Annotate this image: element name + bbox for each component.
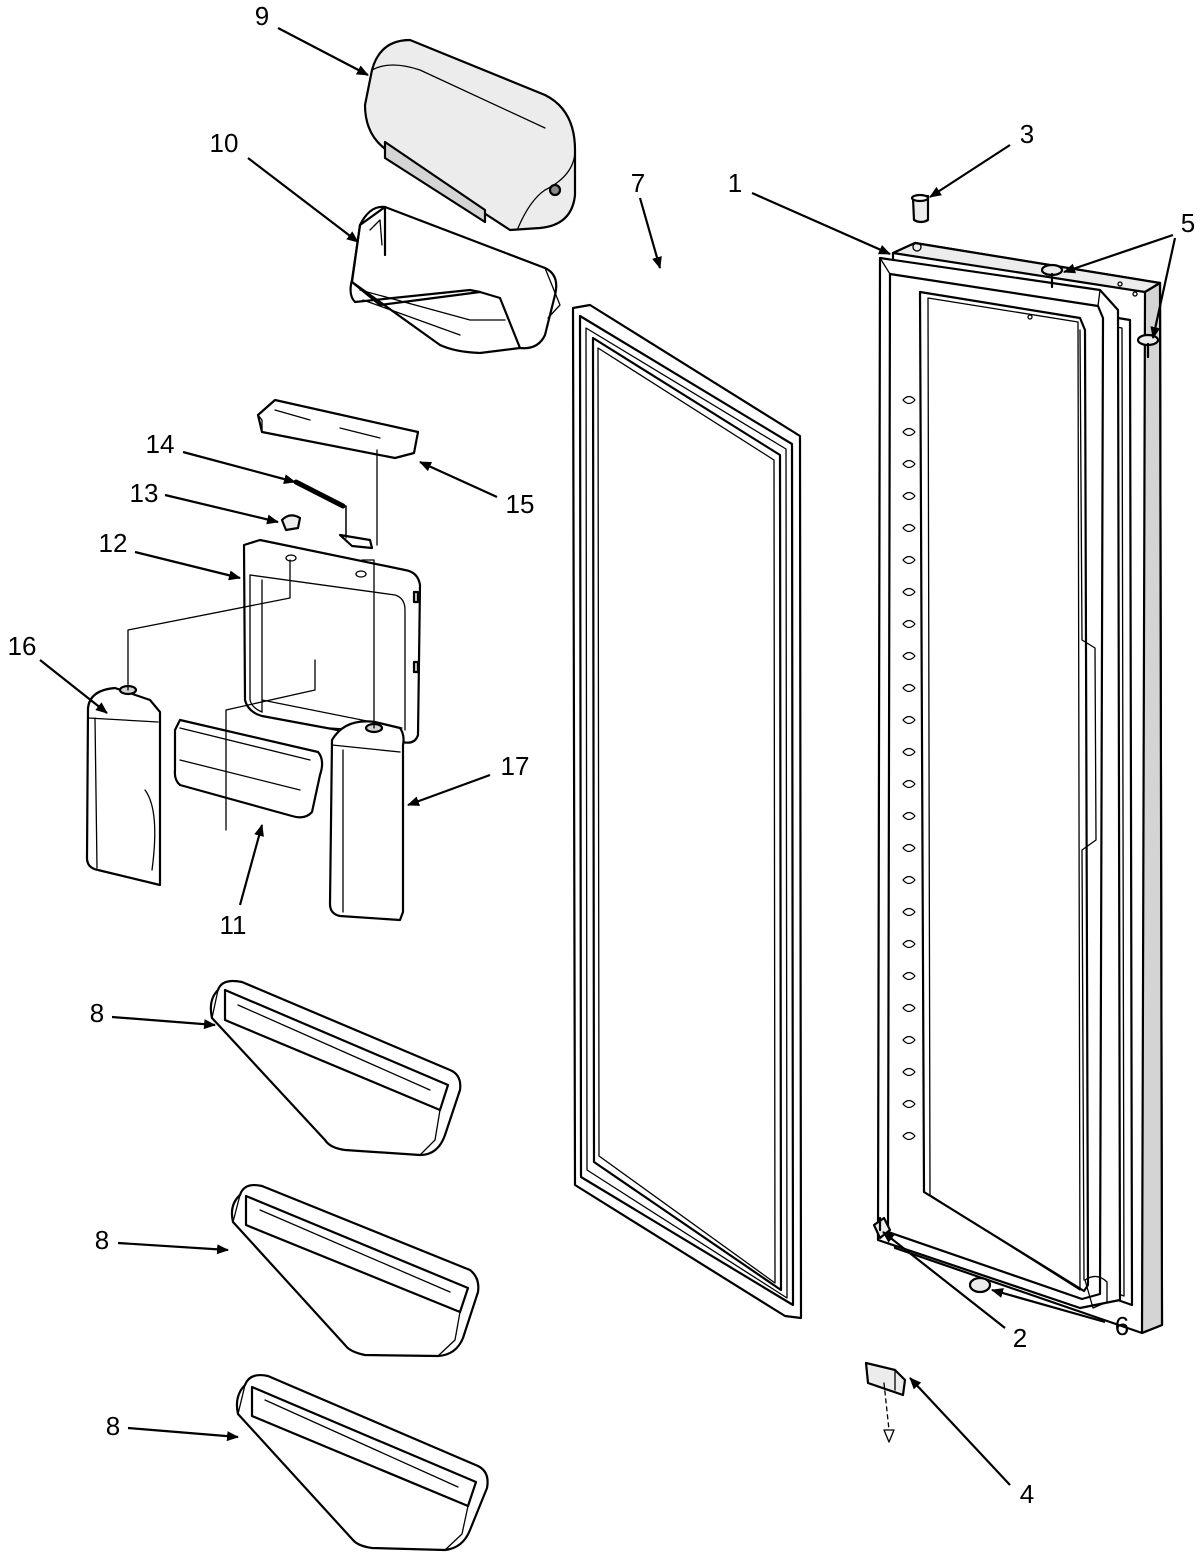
tray-11 — [173, 718, 324, 819]
callout-label-11: 11 — [220, 910, 247, 940]
callout-label-4: 4 — [1020, 1479, 1034, 1509]
callout-16: 16 — [8, 631, 108, 714]
door-bin-8-upper — [209, 979, 462, 1157]
callout-8-lower: 8 — [106, 1411, 239, 1442]
callout-10: 10 — [210, 128, 359, 243]
callout-8-middle: 8 — [95, 1225, 229, 1255]
callout-label-17: 17 — [501, 751, 530, 781]
callout-7: 7 — [631, 168, 662, 269]
callout-label-16: 16 — [8, 631, 37, 661]
callout-label-10: 10 — [210, 128, 239, 158]
callout-6: 6 — [991, 1288, 1129, 1341]
callout-label-1: 1 — [728, 168, 742, 198]
callout-15: 15 — [419, 460, 535, 519]
callout-label-15: 15 — [506, 489, 535, 519]
door-bin-8-middle — [230, 1183, 480, 1358]
callout-9: 9 — [255, 1, 369, 76]
callout-12: 12 — [99, 528, 241, 581]
clips-13 — [280, 505, 374, 550]
callout-17: 17 — [407, 751, 530, 807]
door-bin-8-lower — [235, 1373, 489, 1552]
cover-15 — [256, 398, 420, 460]
dairy-door — [363, 38, 577, 232]
housing-16 — [85, 684, 162, 887]
callout-label-6: 6 — [1115, 1311, 1129, 1341]
callout-label-5: 5 — [1181, 208, 1195, 238]
callout-4: 4 — [909, 1377, 1034, 1509]
hinge-bushing-3 — [910, 193, 930, 224]
callout-label-8-lower: 8 — [106, 1411, 120, 1441]
cam-6 — [968, 1276, 992, 1294]
callout-3: 3 — [929, 119, 1034, 198]
callout-label-8-middle: 8 — [95, 1225, 109, 1255]
door-assembly — [876, 241, 1164, 1335]
callout-label-12: 12 — [99, 528, 128, 558]
callout-label-8-upper: 8 — [90, 998, 104, 1028]
callout-label-14: 14 — [146, 429, 175, 459]
assembly-guide-lines — [127, 449, 378, 831]
plug-button-5-right — [1136, 333, 1160, 359]
callout-label-7: 7 — [631, 168, 645, 198]
dairy-bin — [349, 205, 561, 355]
callout-label-9: 9 — [255, 1, 269, 31]
callout-label-3: 3 — [1020, 119, 1034, 149]
callout-2: 2 — [882, 1231, 1027, 1353]
bin-12 — [242, 538, 422, 744]
plug-button-5-left — [1040, 263, 1064, 289]
rod-14 — [293, 479, 346, 509]
callout-14: 14 — [146, 429, 296, 484]
housing-17 — [328, 720, 405, 922]
callout-label-13: 13 — [130, 478, 159, 508]
shelf-peg-holes — [902, 395, 916, 1141]
callout-label-2: 2 — [1013, 1323, 1027, 1353]
hinge-bracket-4 — [864, 1361, 907, 1443]
callout-11: 11 — [220, 824, 264, 940]
callout-5: 5 — [1063, 208, 1195, 339]
callout-8-upper: 8 — [90, 998, 216, 1030]
callout-1: 1 — [728, 168, 891, 256]
door-gasket — [571, 303, 803, 1320]
callout-13: 13 — [130, 478, 279, 525]
